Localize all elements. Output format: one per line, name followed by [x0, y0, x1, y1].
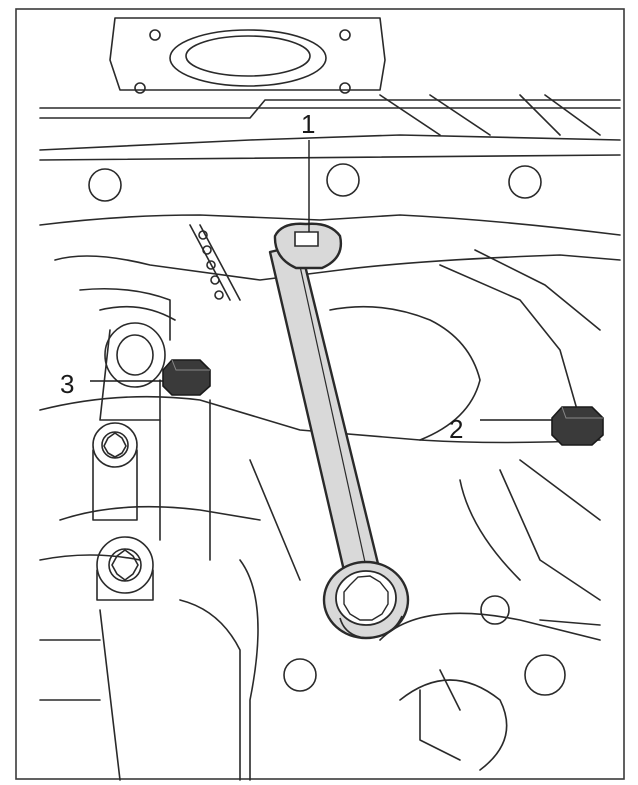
torx-bolt-lower	[96, 536, 154, 601]
torx-bolt-upper	[92, 422, 138, 521]
engine-block	[39, 214, 621, 781]
callout-1: 1	[301, 109, 315, 139]
bolt-2	[551, 406, 604, 446]
bolt-3	[162, 359, 211, 396]
callout-3: 3	[60, 369, 74, 399]
callout-2: 2	[449, 414, 463, 444]
left-boss	[99, 322, 166, 421]
leader-lines	[90, 140, 552, 421]
combination-wrench	[268, 222, 410, 640]
top-flange	[39, 17, 621, 202]
